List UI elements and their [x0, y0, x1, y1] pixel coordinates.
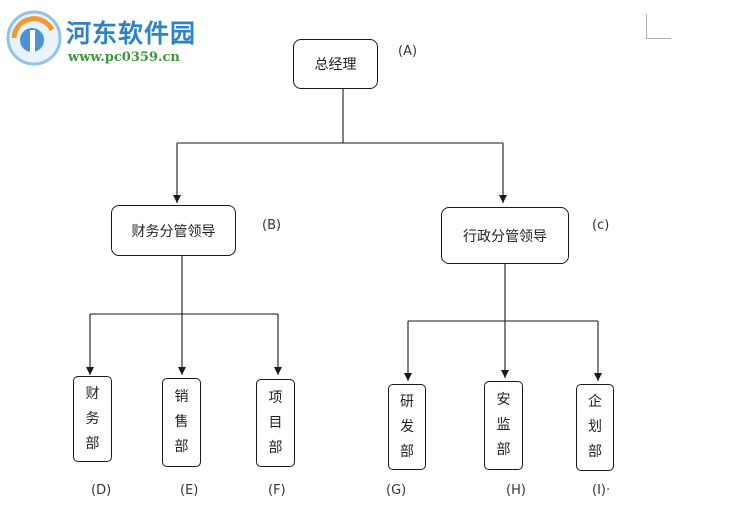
node-admin-manager-label: 行政分管领导	[463, 228, 547, 245]
dept-char: 企	[588, 394, 602, 410]
watermark-logo-icon	[6, 10, 62, 66]
node-dept-rnd: 研 发 部	[388, 384, 426, 470]
node-finance-manager: 财务分管领导	[111, 205, 236, 256]
dept-char: 部	[588, 444, 602, 460]
dept-char: 销	[174, 389, 189, 405]
tag-i: (I)·	[592, 483, 611, 498]
dept-char: 发	[400, 418, 414, 435]
tag-d: (D)	[91, 483, 112, 498]
dept-char: 部	[85, 435, 100, 452]
node-dept-finance: 财 务 部	[73, 376, 112, 462]
dept-char: 研	[400, 393, 414, 410]
tag-a: (A)	[398, 44, 418, 59]
dept-char: 划	[588, 419, 602, 435]
dept-char: 项	[268, 389, 283, 406]
node-dept-sales: 销 售 部	[162, 378, 201, 467]
dept-char: 财	[85, 385, 100, 402]
tag-c: (c)	[592, 218, 610, 233]
tag-e: (E)	[180, 483, 199, 498]
node-general-manager: 总经理	[293, 39, 378, 89]
dept-char: 部	[496, 442, 511, 458]
watermark-url: www.pc0359.cn	[68, 50, 180, 65]
watermark: 河东软件园 www.pc0359.cn	[4, 8, 214, 68]
node-dept-planning: 企 划 部	[576, 384, 614, 471]
node-finance-manager-label: 财务分管领导	[131, 223, 216, 240]
dept-char: 部	[174, 439, 189, 455]
node-dept-project: 项 目 部	[256, 379, 295, 467]
node-dept-safety: 安 监 部	[484, 381, 523, 470]
dept-char: 部	[400, 443, 414, 460]
page-corner-mark	[646, 14, 671, 39]
dept-char: 部	[268, 439, 283, 456]
dept-char: 目	[268, 414, 283, 431]
node-admin-manager: 行政分管领导	[441, 207, 569, 264]
dept-char: 安	[496, 392, 511, 408]
tag-h: (H)	[506, 483, 526, 498]
node-general-manager-label: 总经理	[314, 57, 357, 73]
tag-g: (G)	[386, 483, 407, 498]
watermark-site-name: 河东软件园	[66, 19, 197, 48]
tag-f: (F)	[268, 483, 286, 498]
dept-char: 监	[496, 417, 511, 433]
tag-b: (B)	[262, 218, 282, 233]
dept-char: 务	[85, 410, 100, 427]
dept-char: 售	[174, 414, 189, 430]
